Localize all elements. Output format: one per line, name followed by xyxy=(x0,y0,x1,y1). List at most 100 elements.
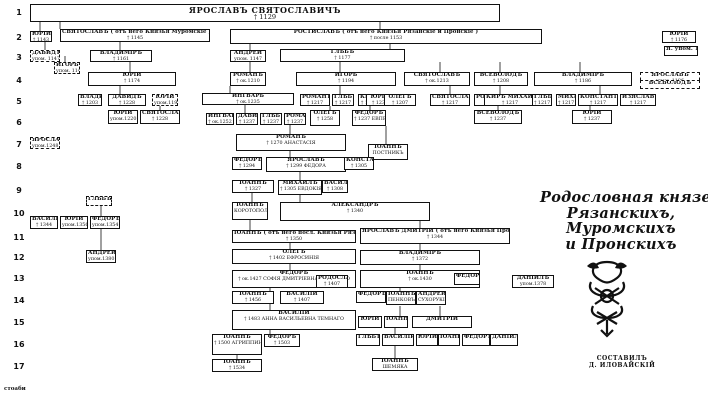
generation-number: 6 xyxy=(16,118,22,127)
person-box: ГЛѢБЪ† 1177 xyxy=(280,49,405,62)
person-name: ВЛАДИМІРЪ xyxy=(398,250,442,256)
generation-number: 11 xyxy=(13,233,25,242)
person-box: СВЯТОСЛАВЪ ( отъ него Князья Муромскіе )… xyxy=(60,29,210,42)
person-dates: упом.1378 xyxy=(519,281,547,287)
person-name: ІОАННЪ xyxy=(239,291,267,297)
person-dates: † 1344 xyxy=(35,222,53,228)
person-name: ДАВИДЪ xyxy=(112,94,142,100)
title-line-1: Родословная князей xyxy=(540,189,708,206)
person-name: АНДРЕЙ xyxy=(233,50,263,56)
person-dates: † 1456 xyxy=(244,297,262,303)
person-dates: † 1308 xyxy=(326,186,344,192)
person-dates: † 1194 xyxy=(337,78,355,84)
person-box: ІОАННЪ† 1456 xyxy=(232,291,274,304)
person-box: ЮРІЙ† 1174 xyxy=(88,72,176,86)
person-dates: † 1217 xyxy=(306,100,324,106)
person-box: ВАСИЛІЙ† 1308 xyxy=(322,180,348,193)
person-box: ЮРІЙ xyxy=(358,316,382,328)
person-name: ЮРІЙ xyxy=(370,94,390,100)
person-name: ГЛѢБЪ xyxy=(262,113,281,119)
person-dates: СУХОРУКІЙ xyxy=(418,297,446,303)
person-dates: † 1177 xyxy=(334,55,351,61)
person-box: ФЕДОРЪ xyxy=(356,291,386,303)
person-name: МИХАИЛЪ xyxy=(282,180,318,186)
person-name: ДАНІИЛЪ xyxy=(492,334,517,340)
person-dates: † 1237 xyxy=(262,119,280,125)
person-name: ЮРІЙ xyxy=(113,110,133,116)
person-box: ВСЕВОЛОДЪ xyxy=(640,80,700,89)
person-dates: † 1176 xyxy=(670,37,688,43)
person-box: ИНГВАРЬ† ок.1235 xyxy=(202,93,294,105)
person-name: ЮРІЙ xyxy=(360,316,380,322)
person-box: ІОАННЪ xyxy=(384,316,408,328)
person-box: ГЛѢБЪ† 1237 xyxy=(260,113,282,125)
person-name: ВАСИЛІЙ xyxy=(324,180,348,186)
person-box: РОМАНЪ† 1270 АНАСТАСІЯ xyxy=(236,134,346,151)
person-dates: КОРОТОПОЛЪ † 1343 xyxy=(234,208,268,214)
person-name: ВАСИЛІЙ xyxy=(384,334,414,340)
person-dates: † 1217 xyxy=(589,100,607,106)
person-name: ВСЕВОЛОДЪ xyxy=(476,110,520,116)
person-box: ГЛѢБЪ xyxy=(356,334,380,346)
person-box: КИРЪ МИХАИЛЪ† 1217 xyxy=(484,94,536,106)
person-box: РОМАНЪ† 1217 xyxy=(300,94,330,106)
person-dates: † 1208 xyxy=(492,78,510,84)
person-dates: † ок.1252 xyxy=(208,119,232,125)
person-box: КОНСТАНТИНЪ† 1217 xyxy=(578,94,618,106)
person-dates: † 1217 xyxy=(441,100,459,106)
person-name: ФЕДОРЪ xyxy=(464,334,490,340)
person-box: ІОАННЪКОРОТОПОЛЪ † 1343 xyxy=(232,202,268,220)
person-dates: † 1503 xyxy=(273,340,291,346)
person-dates: упом. 1147 xyxy=(234,56,262,62)
person-dates: † ок.1210 xyxy=(236,78,260,84)
person-box: АЛЕКСАНДРЪ† 1340 xyxy=(280,202,430,221)
title-line-2: Рязанскихъ, xyxy=(566,204,676,222)
person-box: ЯРОСЛАВЪупом.1248 xyxy=(30,137,60,149)
person-name: РОДОСЛАВЪ xyxy=(318,275,347,281)
person-dates: † 1228 xyxy=(118,100,136,106)
person-dates: † 1407 xyxy=(323,281,341,287)
person-box: ЯРОСЛАВЪ СВЯТОСЛАВИЧЪ† 1129 xyxy=(30,4,500,22)
person-dates: † 1129 xyxy=(253,13,277,22)
person-box: ЮРІЙ xyxy=(416,334,438,346)
person-name: ВСЕВОЛОДЪ xyxy=(479,72,523,78)
person-dates: † 1402 ЕФРОСИНІЯ xyxy=(268,255,320,261)
person-dates: † 1217 xyxy=(558,100,575,106)
person-box: РОДОСЛАВЪ† 1407 xyxy=(316,275,348,288)
person-name: ІОАННЪ xyxy=(388,291,416,297)
person-name: ЮРІЙ xyxy=(582,110,602,116)
person-dates: † ок.1213 xyxy=(425,78,449,84)
person-name: СВЯТОСЛАВЪ ( отъ него Князья Муромскіе ) xyxy=(62,29,210,35)
person-box: ІОАННЪ† 1534 xyxy=(212,359,262,372)
person-box: МИХАИЛЪ† 1305 ЕВДОКІЯ xyxy=(278,180,322,195)
person-dates: † 1372 xyxy=(411,256,429,262)
person-name: ЮРІЙ xyxy=(32,31,52,37)
person-box: МИХАИЛЪ† 1217 xyxy=(556,94,576,106)
person-box: ДАВИДЪ† 1237 xyxy=(236,113,258,125)
person-dates: † 1217 xyxy=(534,100,551,106)
person-name: АЛЕКСАНДРЪ xyxy=(331,202,379,208)
person-name: РОМАНЪ xyxy=(276,134,306,140)
person-name: ФЕДОРЪ xyxy=(358,291,386,297)
person-name: РОСТИСЛАВЪ ( отъ него Князья Рязанскіе и… xyxy=(293,29,479,35)
person-name: ЯРОСЛАВЪ ДМИТРІЙ ( отъ него Князья Пронс… xyxy=(362,228,510,234)
person-dates: † 1305 xyxy=(350,163,368,169)
person-dates: упом.1220 xyxy=(110,116,137,122)
person-dates: † 1237 xyxy=(489,116,507,122)
person-name: ФЕДОРЪ xyxy=(267,334,297,340)
person-name: СВЯТОСЛАВЪ xyxy=(142,110,179,116)
person-name: ЯРОСЛАВЪ xyxy=(651,72,689,78)
person-name: ГЛѢБЪ xyxy=(88,196,112,202)
person-name: РОМАНЪ xyxy=(302,94,330,100)
person-box: ВСЕВОЛОДЪ† 1208 xyxy=(474,72,528,86)
person-dates: † 1350 xyxy=(285,236,303,242)
generation-number: 9 xyxy=(16,186,22,195)
person-box: ОЛЕГЪ† 1258 xyxy=(310,110,340,126)
